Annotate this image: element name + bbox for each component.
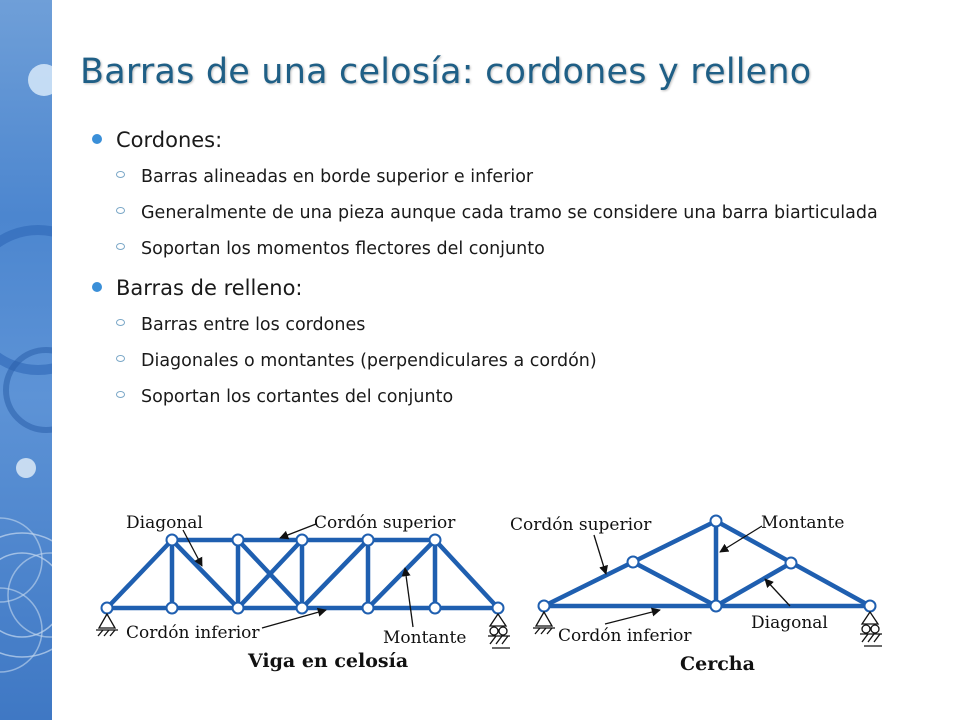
sub-bullet: Generalmente de una pieza aunque cada tr… (92, 202, 936, 224)
label-cordon-superior: Cordón superior (314, 513, 456, 533)
sub-bullet-text: Generalmente de una pieza aunque cada tr… (141, 203, 878, 223)
bullet-icon (92, 282, 102, 292)
roof-truss-joints (537, 514, 877, 613)
slide-content: Cordones: Barras alineadas en borde supe… (92, 124, 932, 408)
sub-bullet-icon (116, 391, 125, 398)
sub-bullet: Diagonales o montantes (perpendiculares … (92, 350, 932, 372)
end-diagonal (104, 537, 175, 611)
caption-cercha: Cercha (680, 653, 755, 675)
truss-diagrams: Diagonal Cordón superior Cordón inferior… (96, 513, 882, 675)
roller-support-icon (860, 610, 882, 647)
bullet-cordones: Cordones: (92, 128, 932, 152)
decorative-side-strip (0, 0, 52, 720)
truss-beam (104, 537, 501, 611)
label-cordon-inferior: Cordón inferior (126, 623, 260, 643)
diagonal-member (169, 537, 241, 611)
bullet-icon (92, 134, 102, 144)
bullet-heading: Cordones: (116, 128, 223, 152)
sub-bullet-icon (116, 243, 125, 250)
beam-label-arrows (182, 523, 414, 629)
label-cordon-inferior: Cordón inferior (558, 626, 692, 646)
truss-label-arrows (593, 525, 791, 625)
side-strip-pattern (0, 64, 52, 673)
label-diagonal: Diagonal (126, 513, 203, 533)
sub-bullet-icon (116, 355, 125, 362)
caption-viga: Viga en celosía (247, 650, 408, 672)
end-diagonal (432, 537, 501, 611)
sub-bullet: Soportan los cortantes del conjunto (92, 386, 932, 408)
label-montante: Montante (761, 513, 844, 533)
sub-bullet-text: Barras alineadas en borde superior e inf… (141, 167, 534, 187)
label-cordon-superior: Cordón superior (510, 515, 652, 535)
diagonal-member (299, 537, 371, 611)
bullet-barras-relleno: Barras de relleno: (92, 276, 932, 300)
label-montante: Montante (383, 628, 466, 648)
sub-bullet: Barras entre los cordones (92, 314, 932, 336)
diagonal-member (630, 559, 719, 609)
sub-bullet: Soportan los momentos flectores del conj… (92, 238, 932, 260)
sub-bullet-text: Soportan los momentos flectores del conj… (141, 239, 545, 259)
pinned-support-icon (533, 610, 555, 635)
roller-support-icon (488, 612, 510, 649)
sub-bullet: Barras alineadas en borde superior e inf… (92, 166, 932, 188)
diagonal-member (713, 560, 794, 609)
diagonal-member (235, 537, 305, 611)
truss-beam-joints (100, 533, 505, 615)
sub-bullet-icon (116, 319, 125, 326)
label-diagonal: Diagonal (751, 613, 828, 633)
slide-title: Barras de una celosía: cordones y rellen… (80, 52, 812, 92)
sub-bullet-text: Barras entre los cordones (141, 315, 366, 335)
bullet-heading: Barras de relleno: (116, 276, 303, 300)
sub-bullet-text: Soportan los cortantes del conjunto (141, 387, 454, 407)
pinned-support-icon (96, 612, 118, 637)
diagonal-member (365, 537, 438, 611)
sub-bullet-text: Diagonales o montantes (perpendiculares … (141, 351, 597, 371)
sub-bullet-icon (116, 207, 125, 214)
sub-bullet-icon (116, 171, 125, 178)
